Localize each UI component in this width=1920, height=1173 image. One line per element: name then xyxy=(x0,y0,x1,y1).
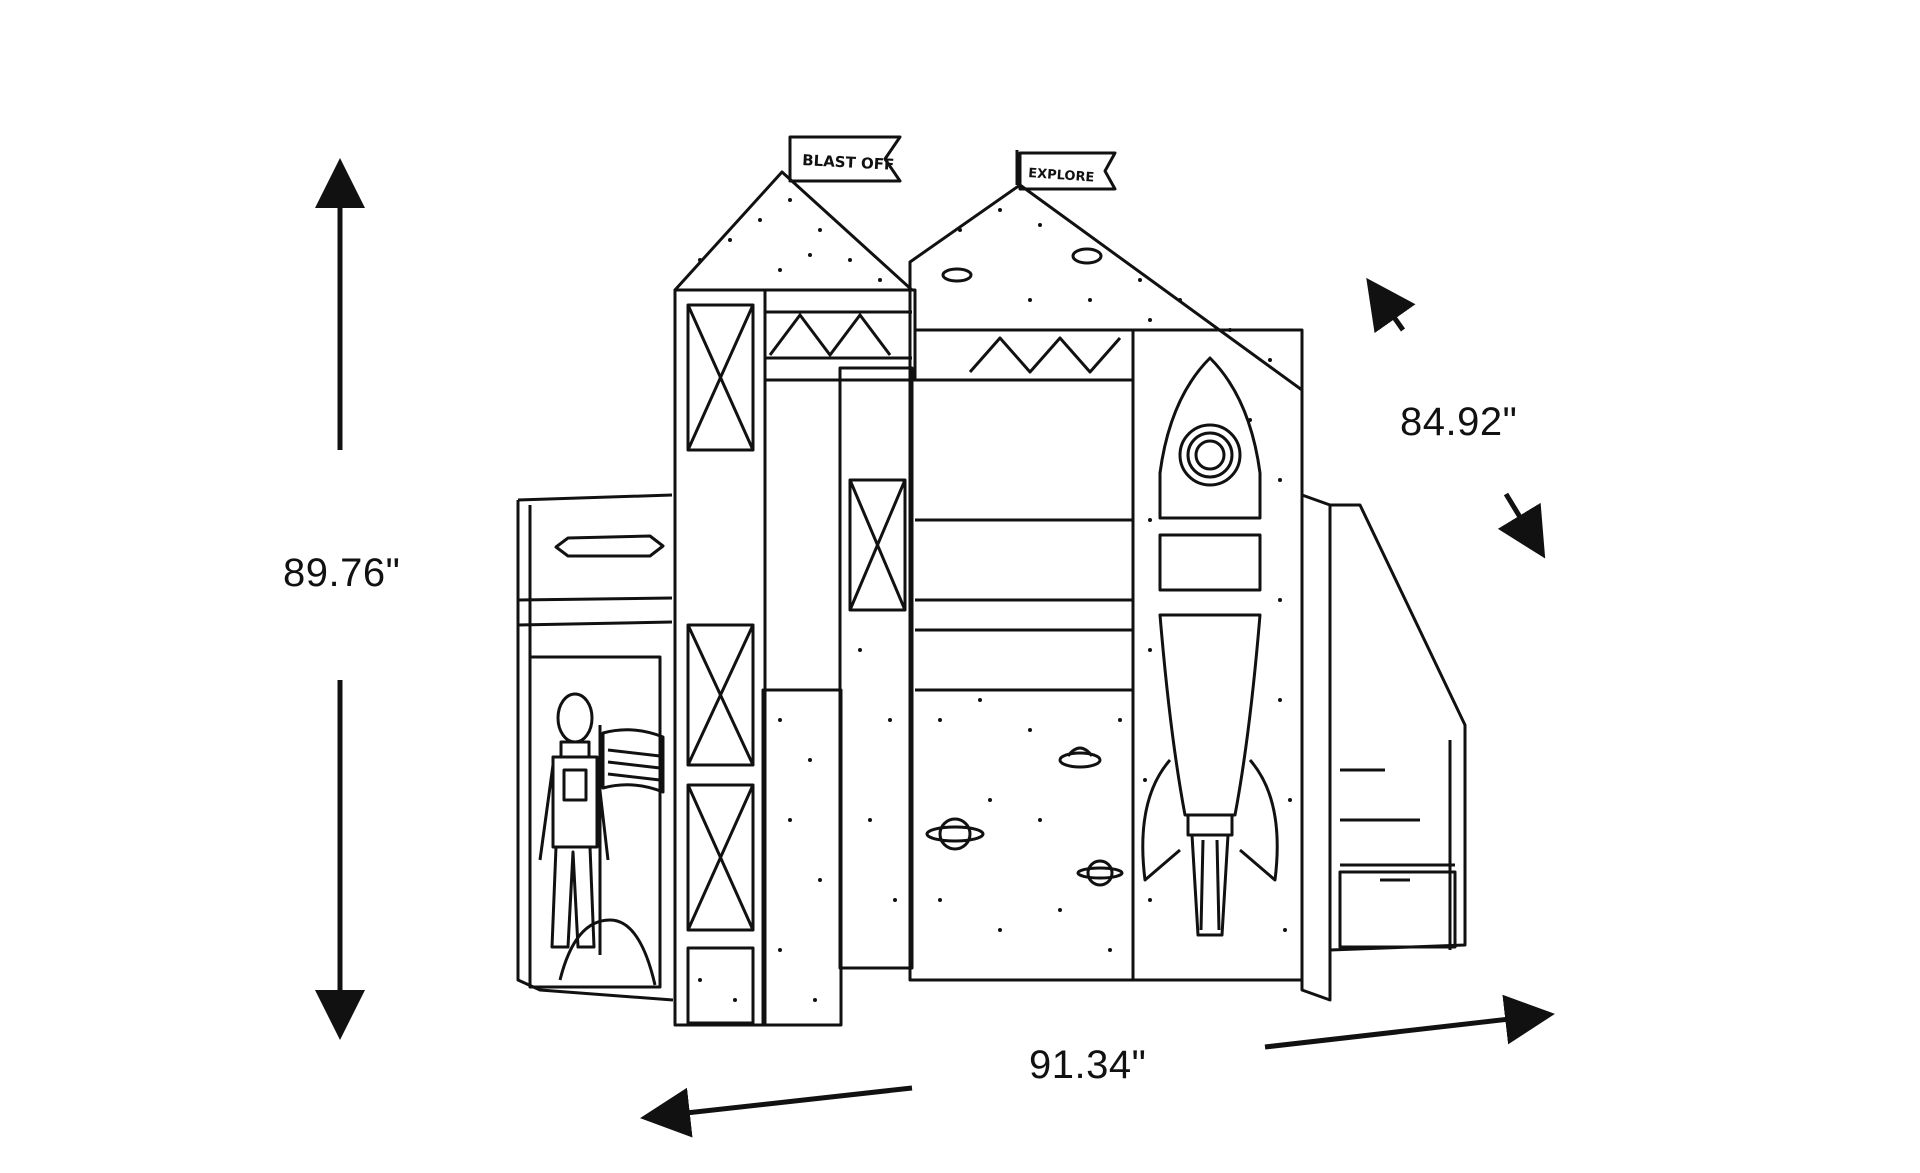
rocket-graphic xyxy=(1141,356,1279,937)
flag-label-explore: EXPLORE xyxy=(1028,166,1095,186)
depth-dimension-label: 84.92" xyxy=(1400,400,1518,444)
astronaut-figure xyxy=(538,692,657,986)
planets xyxy=(925,746,1124,887)
stair-unit xyxy=(1300,493,1467,1002)
flag-on-pole xyxy=(598,725,665,955)
star-speckles xyxy=(698,198,1292,1002)
width-dimension-label: 91.34" xyxy=(1029,1043,1147,1087)
main-house xyxy=(908,150,1304,982)
flag-label-blast-off: BLAST OFF xyxy=(802,151,895,174)
left-tower xyxy=(673,135,917,1027)
depth-dimension-arrows xyxy=(1366,277,1546,559)
left-side-panel xyxy=(516,493,674,1002)
height-dimension-label: 89.76" xyxy=(283,551,401,595)
bunk-bed-illustration xyxy=(516,135,1467,1027)
width-dimension-arrows xyxy=(640,994,1555,1138)
